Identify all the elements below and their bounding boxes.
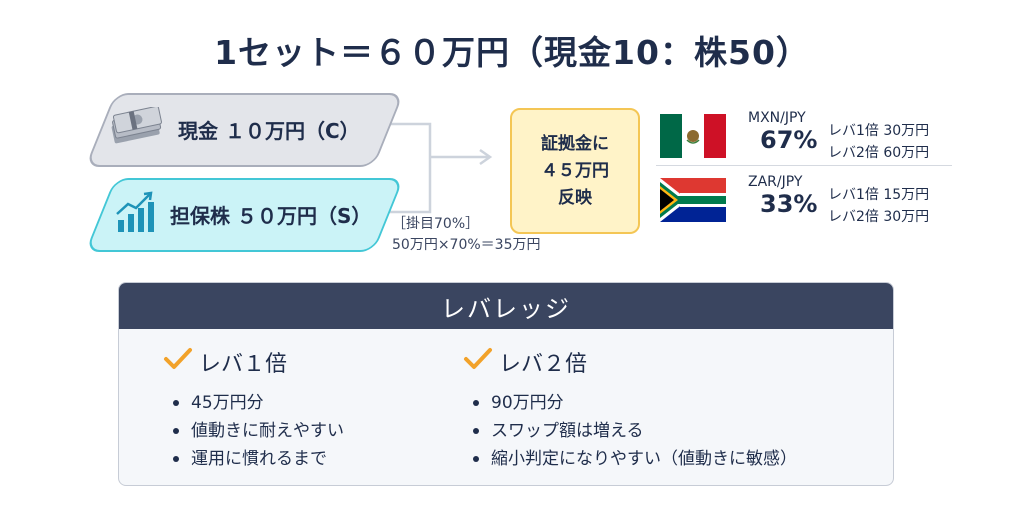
column-heading: レバ２倍 [463, 345, 797, 379]
column-heading: レバ１倍 [163, 345, 344, 379]
list-item: 縮小判定になりやすい（値動きに敏感） [463, 445, 797, 473]
page-title: 1セット＝６０万円（現金10：株50） [214, 33, 810, 72]
pair-divider [656, 165, 952, 166]
stock-label: 担保株 ５０万円（S） [170, 203, 372, 228]
pair-percent: 33% [760, 190, 818, 218]
pair-leverage: レバ1倍 30万円 レバ2倍 60万円 [828, 120, 929, 164]
bracket-line [382, 122, 432, 214]
list-item: 90万円分 [463, 389, 797, 417]
list-item: 値動きに耐えやすい [163, 417, 344, 445]
stock-content: 担保株 ５０万円（S） [114, 186, 371, 242]
margin-line: ４５万円 [541, 160, 609, 181]
pair-lev2: レバ2倍 30万円 [828, 209, 930, 225]
list-item: スワップ額は増える [463, 417, 797, 445]
margin-box: 証拠金に ４５万円 反映 [510, 108, 640, 234]
pair-lev2: レバ2倍 60万円 [828, 145, 930, 161]
list-item: 運用に慣れるまで [163, 445, 344, 473]
leverage-column-1x: レバ１倍 45万円分 値動きに耐えやすい 運用に慣れるまで [163, 345, 344, 473]
pair-zar: ZAR/JPY 33% レバ1倍 15万円 レバ2倍 30万円 [656, 172, 956, 228]
pair-lev1: レバ1倍 30万円 [828, 123, 930, 139]
pair-lev1: レバ1倍 15万円 [828, 187, 930, 203]
pair-code: ZAR/JPY [748, 174, 803, 190]
list-item: 45万円分 [163, 389, 344, 417]
column-title: レバ２倍 [499, 352, 588, 377]
checkmark-icon [463, 347, 493, 377]
haircut-tag: ［掛目70%］ [392, 216, 480, 232]
pair-leverage: レバ1倍 15万円 レバ2倍 30万円 [828, 184, 929, 228]
margin-line: 反映 [558, 187, 592, 208]
money-stack-icon [108, 105, 164, 152]
south-africa-flag-icon [660, 178, 726, 222]
margin-line: 証拠金に [541, 133, 609, 154]
cash-label: 現金 １０万円（C） [178, 118, 360, 143]
bar-chart-growth-icon [114, 190, 156, 239]
cash-content: 現金 １０万円（C） [108, 101, 360, 157]
haircut-note: ［掛目70%］ 50万円×70%＝35万円 [392, 214, 540, 256]
haircut-calc: 50万円×70%＝35万円 [392, 237, 541, 253]
leverage-panel: レバレッジ レバ１倍 45万円分 値動きに耐えやすい 運用に慣れるまで レバ２倍… [118, 282, 894, 486]
pair-mxn: MXN/JPY 67% レバ1倍 30万円 レバ2倍 60万円 [656, 108, 956, 164]
arrow-head-icon [479, 148, 493, 166]
checkmark-icon [163, 347, 193, 377]
pair-code: MXN/JPY [748, 110, 806, 126]
pair-percent: 67% [760, 126, 818, 154]
column-title: レバ１倍 [199, 352, 288, 377]
leverage-header: レバレッジ [119, 283, 893, 329]
leverage-column-2x: レバ２倍 90万円分 スワップ額は増える 縮小判定になりやすい（値動きに敏感） [463, 345, 797, 473]
mexico-flag-icon [660, 114, 726, 158]
